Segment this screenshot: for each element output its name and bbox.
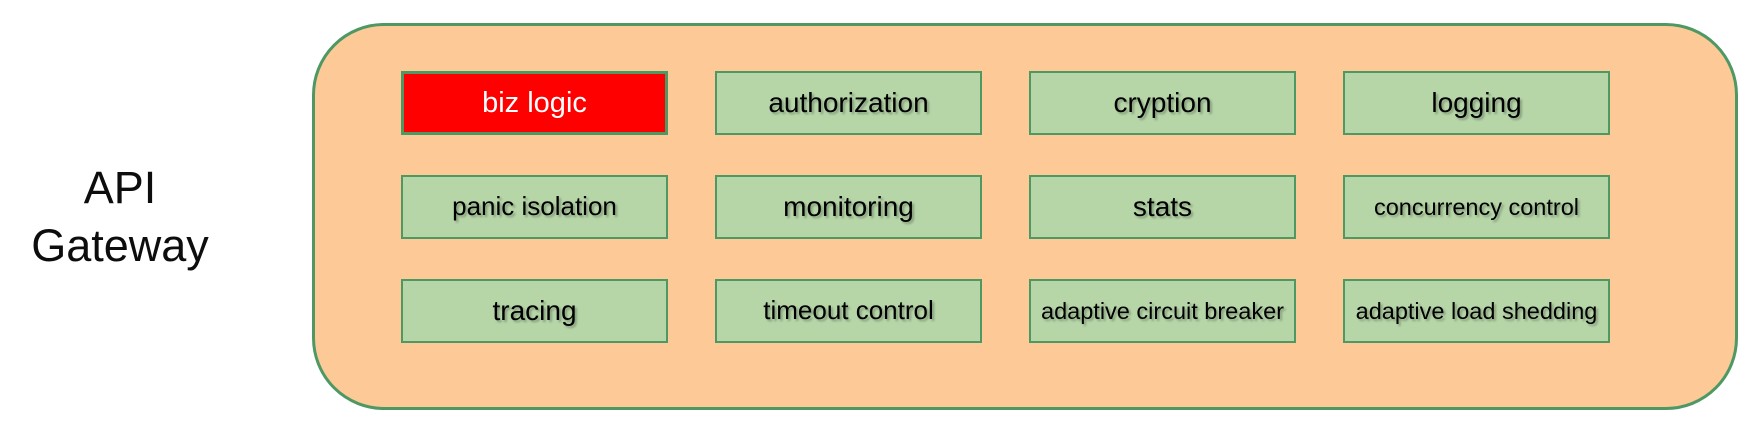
gateway-box-adaptive-circuit-breaker: adaptive circuit breaker bbox=[1029, 279, 1296, 343]
gateway-box-biz-logic: biz logic bbox=[401, 71, 668, 135]
api-gateway-label-line2: Gateway bbox=[31, 219, 209, 271]
gateway-box-timeout-control: timeout control bbox=[715, 279, 982, 343]
gateway-box-concurrency-control: concurrency control bbox=[1343, 175, 1610, 239]
gateway-box-tracing: tracing bbox=[401, 279, 668, 343]
gateway-box-authorization: authorization bbox=[715, 71, 982, 135]
api-gateway-label: API Gateway bbox=[0, 23, 240, 410]
gateway-box-panic-isolation: panic isolation bbox=[401, 175, 668, 239]
api-gateway-label-line1: API bbox=[83, 161, 157, 213]
gateway-box-stats: stats bbox=[1029, 175, 1296, 239]
gateway-box-adaptive-load-shedding: adaptive load shedding bbox=[1343, 279, 1610, 343]
gateway-box-monitoring: monitoring bbox=[715, 175, 982, 239]
gateway-box-cryption: cryption bbox=[1029, 71, 1296, 135]
gateway-box-logging: logging bbox=[1343, 71, 1610, 135]
gateway-container: biz logic authorization cryption logging pan… bbox=[312, 23, 1738, 410]
